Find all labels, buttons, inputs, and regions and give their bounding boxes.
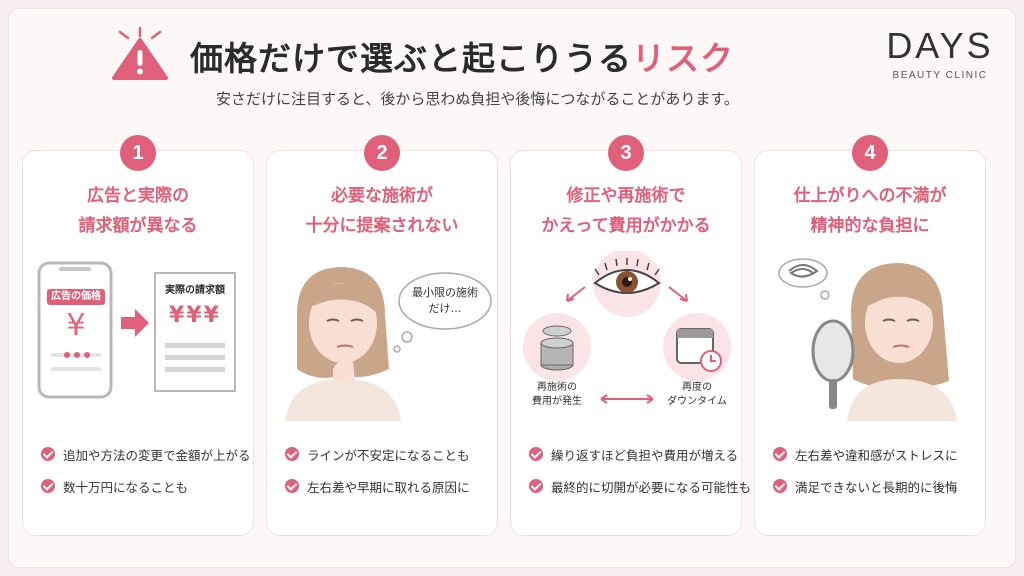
- page-subtitle: 安さだけに注目すると、後から思わぬ負担や後悔につながることがあります。: [216, 90, 739, 108]
- cycle-arrow-icon: [668, 286, 688, 302]
- worried-woman-illustration: 最小限の施術 だけ…: [267, 251, 499, 421]
- thought-bubble-icon: [398, 272, 492, 330]
- calendar-caption: 再度の ダウンタイム: [667, 382, 727, 407]
- title-accent: リスク: [632, 39, 734, 78]
- woman-thinking-icon: [285, 267, 492, 421]
- bill-price: ¥¥¥: [169, 303, 221, 328]
- bullet-item: ラインが不安定になることも: [285, 443, 495, 465]
- card-number: 4: [852, 135, 888, 171]
- bullet-list: 追加や方法の変更で金額が上がる 数十万円になることも: [41, 443, 251, 507]
- check-icon: [41, 479, 55, 493]
- risk-card-3: 3 修正や再施術で かえって費用がかかる: [510, 135, 751, 536]
- bullet-item: 左右差や違和感がストレスに: [773, 443, 983, 465]
- bullet-list: 繰り返すほど負担や費用が増える 最終的に切開が必要になる可能性も: [529, 443, 751, 507]
- check-icon: [285, 479, 299, 493]
- phone-ad-price: ¥: [66, 308, 86, 343]
- cycle-arrow-icon: [566, 286, 586, 302]
- phone-ad-label: 広告の価格: [51, 291, 101, 302]
- bullet-item: 最終的に切開が必要になる可能性も: [529, 475, 751, 497]
- card-title: 必要な施術が 十分に提案されない: [305, 186, 459, 236]
- card-number: 2: [364, 135, 400, 171]
- risk-card-1: 1 広告と実際の 請求額が異なる 広告の価格 ¥ 実際の請求額 ¥¥¥ 追加や方…: [22, 135, 255, 536]
- brand-logo: DAYS BEAUTY CLINIC: [880, 25, 1000, 82]
- ad-vs-bill-illustration: 広告の価格 ¥ 実際の請求額 ¥¥¥: [23, 251, 255, 421]
- coins-caption: 再施術の 費用が発生: [532, 382, 582, 407]
- check-icon: [41, 447, 55, 461]
- card-title: 仕上がりへの不満が 精神的な負担に: [793, 186, 947, 236]
- brand-sub: BEAUTY CLINIC: [892, 70, 988, 81]
- bullet-item: 追加や方法の変更で金額が上がる: [41, 443, 251, 465]
- check-icon: [529, 447, 543, 461]
- bullet-item: 満足できないと長期的に後悔: [773, 475, 983, 497]
- risk-card-2: 2 必要な施術が 十分に提案されない 最小限の施術 だけ… ラインが不安定になる…: [266, 135, 499, 536]
- brand-name: DAYS: [886, 25, 994, 66]
- bullet-item: 左右差や早期に取れる原因に: [285, 475, 495, 497]
- warning-triangle-icon: [112, 26, 168, 80]
- risk-card-4: 4 仕上がりへの不満が 精神的な負担に 左右差や違和感がストレスに 満足できない…: [754, 135, 987, 536]
- card-number: 3: [608, 135, 644, 171]
- bullet-list: 左右差や違和感がストレスに 満足できないと長期的に後悔: [773, 443, 983, 507]
- bill-label: 実際の請求額: [165, 285, 225, 296]
- woman-mirror-icon: [778, 258, 957, 421]
- check-icon: [773, 447, 787, 461]
- card-number: 1: [120, 135, 156, 171]
- worry-bubble-icon: [778, 258, 828, 288]
- bullet-item: 数十万円になることも: [41, 475, 251, 497]
- mirror-woman-illustration: [755, 251, 987, 421]
- thought-bubble-text: 最小限の施術 だけ…: [412, 286, 478, 315]
- card-title: 修正や再施術で かえって費用がかかる: [541, 186, 711, 236]
- phone-icon: [37, 261, 236, 399]
- hand-mirror-icon: [811, 319, 855, 383]
- bullet-item: 繰り返すほど負担や費用が増える: [529, 443, 739, 465]
- page-title: 価格だけで選ぶと起こりうるリスク: [190, 39, 734, 78]
- repeat-cycle-illustration: 再施術の 費用が発生 再度の ダウンタイム: [511, 249, 743, 421]
- check-icon: [285, 447, 299, 461]
- arrow-right-icon: [121, 309, 149, 337]
- check-icon: [773, 479, 787, 493]
- card-title: 広告と実際の 請求額が異なる: [78, 186, 198, 236]
- bullet-list: ラインが不安定になることも 左右差や早期に取れる原因に: [285, 443, 495, 507]
- check-icon: [529, 479, 543, 493]
